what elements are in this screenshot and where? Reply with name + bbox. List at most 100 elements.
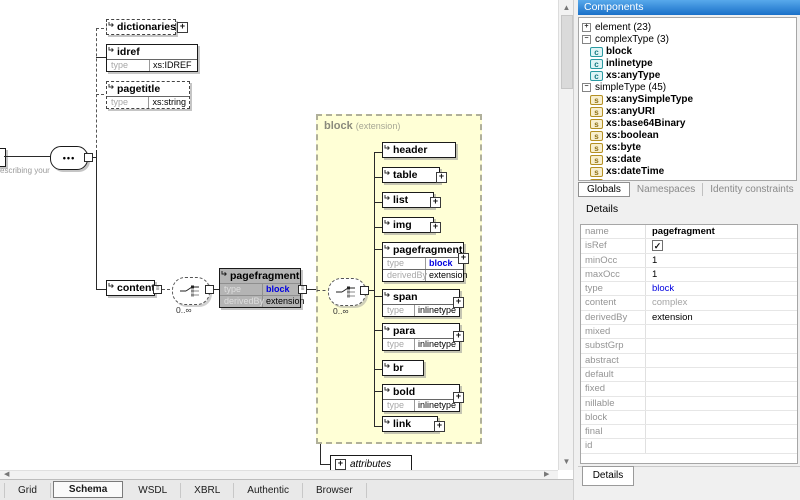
tree-item-simpletype[interactable]: − simpleType (45) [579, 82, 796, 94]
detail-value[interactable] [646, 425, 652, 438]
detail-value[interactable] [646, 411, 652, 424]
tree-item-complextype[interactable]: − complexType (3) [579, 34, 796, 46]
type-value: inlinetype [417, 339, 456, 349]
scroll-left-icon[interactable]: ◀ [4, 471, 10, 478]
element-name: span [393, 291, 418, 303]
tree-item-byte[interactable]: s xs:byte [579, 142, 796, 154]
tab-xbrl[interactable]: XBRL [181, 482, 235, 498]
collapse-minus-icon[interactable]: − [582, 35, 591, 44]
scroll-down-icon[interactable]: ▼ [562, 457, 571, 466]
expand-plus-icon[interactable]: + [458, 253, 469, 264]
sequence-compositor-icon[interactable]: ••• [50, 146, 88, 170]
detail-value[interactable] [646, 397, 652, 410]
isref-checkbox[interactable] [652, 240, 663, 252]
tree-item-inlinetype[interactable]: c inlinetype [579, 58, 796, 70]
detail-value[interactable]: 1 [652, 254, 658, 266]
tab-wsdl[interactable]: WSDL [125, 482, 182, 498]
scroll-up-icon[interactable]: ▲ [562, 3, 571, 12]
simpletype-icon: s [590, 155, 603, 165]
detail-value[interactable] [646, 339, 652, 352]
element-dictionaries[interactable]: dictionaries [106, 19, 176, 35]
choice-compositor-icon[interactable] [172, 277, 210, 305]
tab-grid[interactable]: Grid [4, 482, 51, 498]
tree-item-label: inlinetype [606, 58, 653, 69]
expand-plus-icon[interactable]: + [434, 421, 445, 432]
type-value[interactable]: block [429, 258, 453, 268]
tree-item-label: xs:base64Binary [606, 118, 686, 129]
type-value[interactable]: block [266, 284, 290, 294]
components-tree: + element (23) − complexType (3) c block… [578, 17, 797, 181]
detail-value[interactable]: complex [652, 297, 688, 309]
tree-item-anysimpletype[interactable]: s xs:anySimpleType [579, 94, 796, 106]
detail-value[interactable] [646, 439, 652, 452]
tree-item-element[interactable]: + element (23) [579, 22, 796, 34]
tab-authentic[interactable]: Authentic [234, 482, 303, 498]
ref-icon [384, 387, 390, 392]
ref-icon [108, 84, 114, 89]
element-link[interactable]: link [382, 416, 438, 432]
expand-plus-icon[interactable]: + [430, 197, 441, 208]
horizontal-scrollbar[interactable]: ◀ ▶ [0, 470, 558, 479]
components-panel-title: Components [578, 0, 800, 15]
collapse-minus-icon[interactable]: − [582, 83, 591, 92]
detail-value[interactable]: block [652, 283, 675, 295]
element-list[interactable]: list [382, 192, 434, 208]
tab-details[interactable]: Details [582, 466, 634, 486]
scroll-right-icon[interactable]: ▶ [544, 471, 550, 478]
collapse-handle-icon[interactable]: ≡ [298, 285, 307, 294]
connector-line [374, 426, 382, 427]
tree-item-block[interactable]: c block [579, 46, 796, 58]
collapse-handle-icon[interactable] [205, 285, 214, 294]
vertical-scrollbar[interactable]: ▲ ▼ [558, 0, 573, 470]
detail-value[interactable] [646, 368, 652, 381]
expand-plus-icon[interactable]: + [436, 172, 447, 183]
collapse-handle-icon[interactable] [360, 286, 369, 295]
tree-item-base64binary[interactable]: s xs:base64Binary [579, 118, 796, 130]
tab-schema[interactable]: Schema [52, 480, 124, 498]
tree-item-date[interactable]: s xs:date [579, 154, 796, 166]
detail-value[interactable] [646, 325, 652, 338]
detail-value[interactable]: pagefragment [652, 226, 715, 237]
tree-item-boolean[interactable]: s xs:boolean [579, 130, 796, 142]
tree-item-datetime[interactable]: s xs:dateTime [579, 166, 796, 178]
expand-plus-icon[interactable]: + [335, 459, 346, 470]
tab-identity-constraints[interactable]: Identity constraints [702, 183, 800, 196]
tab-globals[interactable]: Globals [578, 182, 630, 197]
expand-plus-icon[interactable]: + [453, 297, 464, 308]
collapse-handle-icon[interactable]: ≡ [153, 285, 162, 294]
root-element-box-clipped[interactable] [0, 148, 6, 167]
detail-row-id: id [581, 439, 797, 454]
detail-value[interactable] [646, 354, 652, 367]
collapse-handle-icon[interactable] [84, 153, 93, 162]
detail-value[interactable] [646, 382, 652, 395]
element-content[interactable]: content [106, 280, 155, 296]
tree-item-label: complexType (3) [595, 34, 669, 45]
tab-namespaces[interactable]: Namespaces [636, 184, 696, 195]
detail-value[interactable]: 1 [652, 268, 658, 280]
element-img[interactable]: img [382, 217, 434, 233]
expand-plus-icon[interactable]: + [582, 23, 591, 32]
type-label: type [383, 339, 415, 350]
detail-value[interactable]: extension [652, 311, 693, 323]
expand-plus-icon[interactable]: + [453, 392, 464, 403]
tree-item-anytype[interactable]: c xs:anyType [579, 70, 796, 82]
tree-item-anyuri[interactable]: s xs:anyURI [579, 106, 796, 118]
attributes-box[interactable]: + attributes [330, 455, 412, 470]
expand-plus-icon[interactable]: + [430, 222, 441, 233]
element-header[interactable]: header [382, 142, 456, 158]
tree-item-clipped[interactable]: s [579, 178, 796, 180]
expand-plus-icon[interactable]: + [453, 331, 464, 342]
branch-trunk-line [96, 150, 97, 290]
scrollbar-thumb[interactable] [561, 15, 573, 89]
element-br[interactable]: br [382, 360, 424, 376]
expand-plus-icon[interactable]: + [177, 22, 188, 33]
element-table[interactable]: table [382, 167, 440, 183]
tab-browser[interactable]: Browser [303, 482, 367, 498]
